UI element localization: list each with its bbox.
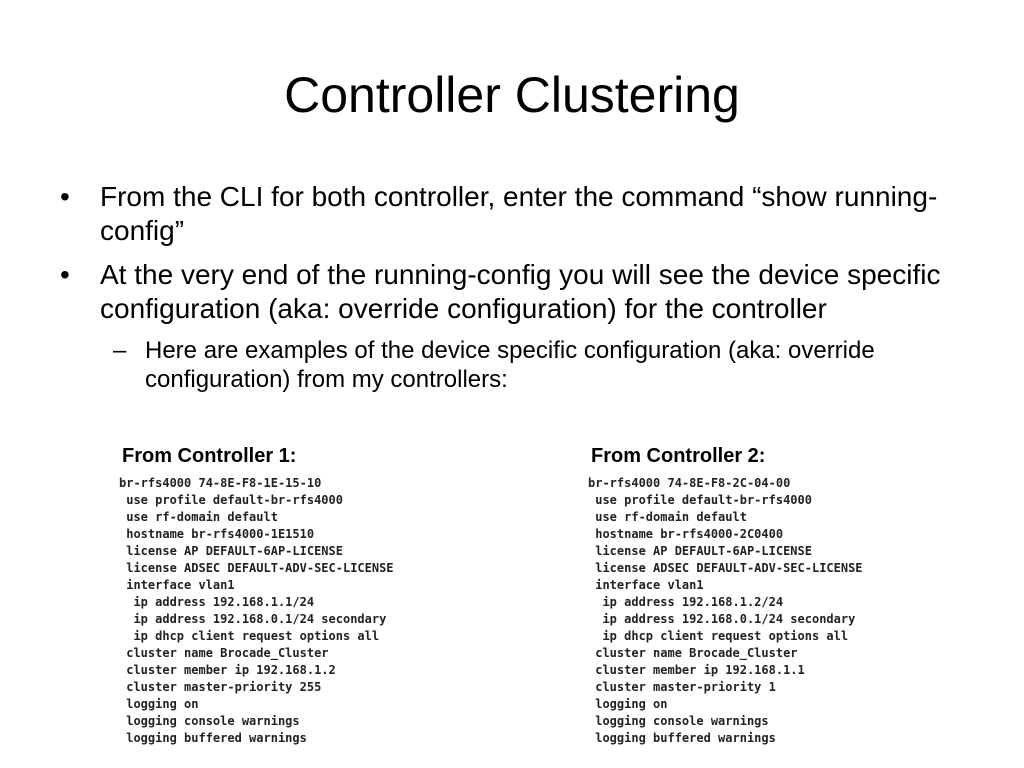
- config-line: use rf-domain default: [119, 510, 278, 524]
- dash-marker: –: [113, 337, 127, 364]
- config-line: ip dhcp client request options all: [119, 629, 380, 643]
- config-line: logging console warnings: [119, 714, 300, 728]
- sub-bullet-item: – Here are examples of the device specif…: [60, 336, 980, 394]
- config-line: br-rfs4000 74-8E-F8-2C-04-00: [588, 476, 791, 490]
- controller-2-config: br-rfs4000 74-8E-F8-2C-04-00 use profile…: [588, 475, 863, 747]
- config-line: hostname br-rfs4000-2C0400: [588, 527, 784, 541]
- config-line: logging on: [588, 697, 668, 711]
- config-line: logging on: [119, 697, 199, 711]
- config-line: ip address 192.168.1.1/24: [119, 595, 315, 609]
- bullet-item: • At the very end of the running-config …: [60, 258, 980, 326]
- bullet-text: At the very end of the running-config yo…: [100, 259, 941, 324]
- bullet-marker: •: [60, 259, 70, 290]
- config-line: interface vlan1: [119, 578, 235, 592]
- config-line: ip address 192.168.0.1/24 secondary: [588, 612, 856, 626]
- config-line: cluster member ip 192.168.1.2: [119, 663, 336, 677]
- config-line: br-rfs4000 74-8E-F8-1E-15-10: [119, 476, 322, 490]
- config-line: logging buffered warnings: [588, 731, 776, 745]
- config-line: use profile default-br-rfs4000: [588, 493, 812, 507]
- bullet-list: • From the CLI for both controller, ente…: [60, 180, 980, 394]
- config-line: interface vlan1: [588, 578, 704, 592]
- config-line: cluster master-priority 1: [588, 680, 776, 694]
- controller-1-config: br-rfs4000 74-8E-F8-1E-15-10 use profile…: [119, 475, 394, 747]
- config-line: logging buffered warnings: [119, 731, 307, 745]
- config-line: cluster name Brocade_Cluster: [119, 646, 329, 660]
- config-line: logging console warnings: [588, 714, 769, 728]
- bullet-text: From the CLI for both controller, enter …: [100, 181, 938, 246]
- controller-2-label: From Controller 2:: [591, 445, 766, 467]
- config-line: use profile default-br-rfs4000: [119, 493, 343, 507]
- config-line: use rf-domain default: [588, 510, 747, 524]
- slide-title: Controller Clustering: [284, 67, 740, 123]
- config-line: license AP DEFAULT-6AP-LICENSE: [588, 544, 812, 558]
- bullet-marker: •: [60, 181, 70, 212]
- config-line: cluster name Brocade_Cluster: [588, 646, 798, 660]
- config-line: ip dhcp client request options all: [588, 629, 849, 643]
- config-line: cluster master-priority 255: [119, 680, 322, 694]
- config-line: license AP DEFAULT-6AP-LICENSE: [119, 544, 343, 558]
- config-line: license ADSEC DEFAULT-ADV-SEC-LICENSE: [588, 561, 863, 575]
- bullet-item: • From the CLI for both controller, ente…: [60, 180, 980, 248]
- config-line: hostname br-rfs4000-1E1510: [119, 527, 315, 541]
- config-line: ip address 192.168.0.1/24 secondary: [119, 612, 387, 626]
- controller-1-label: From Controller 1:: [122, 445, 297, 467]
- sub-bullet-text: Here are examples of the device specific…: [145, 337, 875, 393]
- config-line: cluster member ip 192.168.1.1: [588, 663, 805, 677]
- config-line: ip address 192.168.1.2/24: [588, 595, 784, 609]
- config-line: license ADSEC DEFAULT-ADV-SEC-LICENSE: [119, 561, 394, 575]
